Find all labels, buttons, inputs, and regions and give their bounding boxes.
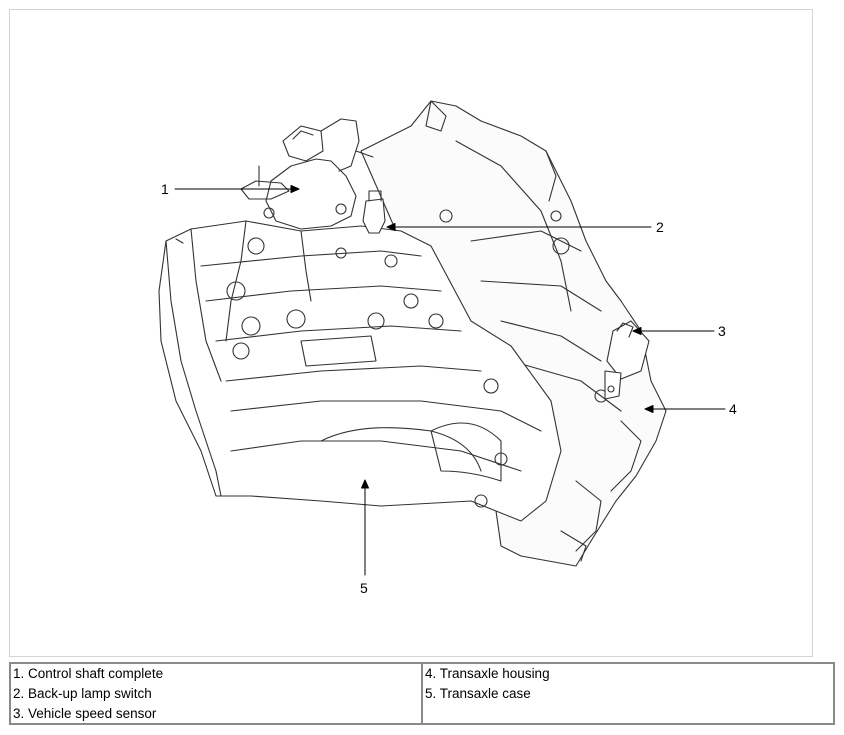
control-shaft-drawing (240, 118, 374, 230)
legend-item-transaxle-housing: 4. Transaxle housing (425, 666, 550, 681)
legend-column-left: 1. Control shaft complete 2. Back-up lam… (11, 664, 421, 723)
arrowhead-1 (290, 185, 300, 193)
legend-column-right: 4. Transaxle housing 5. Transaxle case (421, 664, 833, 723)
legend-item-vehicle-speed-sensor: 3. Vehicle speed sensor (13, 706, 157, 721)
transaxle-diagram: 1 2 3 4 5 (158, 100, 737, 596)
legend-item-back-up-lamp-switch: 2. Back-up lamp switch (13, 686, 152, 701)
back-up-lamp-switch-drawing (362, 190, 386, 234)
vehicle-speed-sensor-drawing (604, 320, 650, 400)
arrowhead-4 (644, 405, 654, 413)
diagram-frame: 1 2 3 4 5 (9, 9, 813, 657)
transaxle-housing-drawing (360, 100, 667, 567)
arrowhead-3 (632, 327, 642, 335)
leader-lines (174, 185, 726, 576)
arrowhead-5 (361, 479, 369, 489)
callout-3: 3 (718, 323, 726, 339)
callout-2: 2 (656, 219, 664, 235)
callout-1: 1 (161, 181, 169, 197)
callout-4: 4 (729, 401, 737, 417)
arrowhead-2 (386, 223, 396, 231)
legend-item-transaxle-case: 5. Transaxle case (425, 686, 531, 701)
legend-item-control-shaft: 1. Control shaft complete (13, 666, 164, 681)
legend-table: 1. Control shaft complete 2. Back-up lam… (9, 662, 835, 725)
callout-5: 5 (360, 580, 368, 596)
transaxle-case-drawing (158, 220, 562, 522)
